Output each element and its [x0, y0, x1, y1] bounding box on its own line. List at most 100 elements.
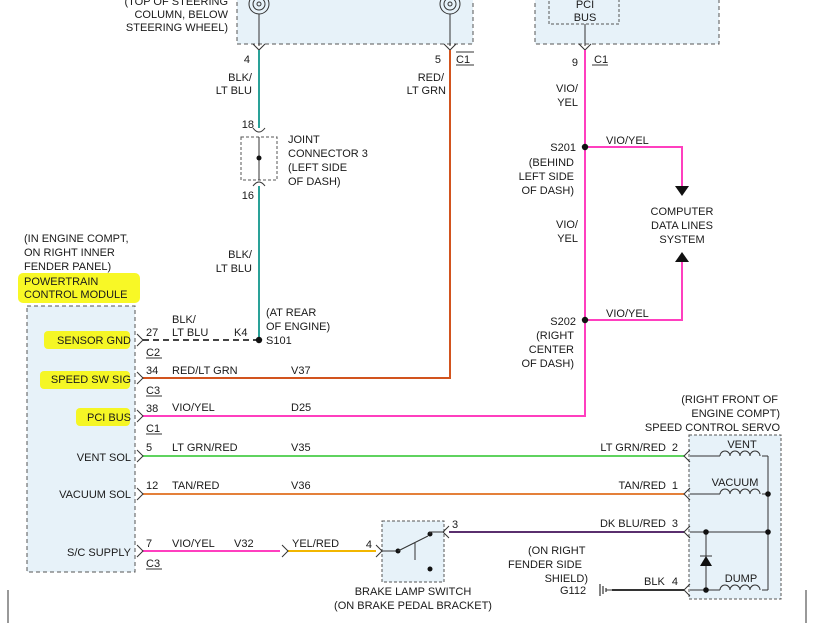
pci-bus-label-1: PCI	[576, 0, 594, 11]
circuit-v32: V32	[234, 538, 254, 550]
pcm-title-highlight	[18, 273, 140, 303]
pcm-note: FENDER PANEL)	[24, 261, 111, 273]
wire-label: YEL	[557, 97, 578, 109]
pin-9: 9	[572, 57, 578, 69]
pin-18: 18	[242, 119, 254, 131]
pci-bus-highlight	[76, 408, 130, 426]
joint-label-2: CONNECTOR 3	[288, 148, 368, 160]
s201-label: S201	[550, 142, 576, 154]
wire-label: LT GRN/RED	[600, 442, 666, 454]
steering-note-2: COLUMN, BELOW	[134, 9, 228, 21]
s202-label: CENTER	[529, 344, 574, 356]
s202-label: (RIGHT	[536, 330, 574, 342]
pci-bus-label-2: BUS	[574, 12, 597, 24]
s201-label: LEFT SIDE	[519, 171, 574, 183]
ground-note: FENDER SIDE	[508, 559, 582, 571]
wire-label: DK BLU/RED	[600, 518, 666, 530]
wire-label: VIO/YEL	[606, 135, 649, 147]
pcm-title: CONTROL MODULE	[24, 289, 128, 301]
wire-vio-yel-s202-branch	[585, 262, 683, 321]
wire-label: BLK	[644, 576, 665, 588]
circuit-v35: V35	[291, 442, 311, 454]
connector-c1-pcm: C1	[146, 423, 160, 435]
splice-s201-dot	[581, 143, 589, 151]
wire-label: YEL	[557, 233, 578, 245]
wire-vio-yel-pci	[143, 50, 586, 417]
wire-label: VIO/YEL	[172, 538, 215, 550]
wire-label: LT GRN	[407, 85, 446, 97]
pcm-pin-label: VENT SOL	[77, 452, 131, 464]
wire-label: LT BLU	[172, 327, 208, 339]
pin-4b: 4	[366, 539, 372, 551]
s101-label: OF ENGINE)	[266, 321, 330, 333]
pcm-pin-label: VACUUM SOL	[59, 489, 131, 501]
joint-label-3: (LEFT SIDE	[288, 162, 347, 174]
servo-note: (RIGHT FRONT OF	[681, 394, 778, 406]
pin-1: 1	[672, 480, 678, 492]
connector-c2: C2	[146, 347, 160, 359]
servo-connectors	[683, 449, 691, 597]
speed-control-servo	[688, 434, 782, 600]
wire-red-ltgrn	[143, 50, 451, 379]
wire-label: RED/	[418, 72, 445, 84]
pci-bus-module	[534, 0, 720, 45]
brake-switch-label: (ON BRAKE PEDAL BRACKET)	[334, 600, 492, 612]
arrow-down-icon	[675, 186, 689, 196]
wire-label: YEL/RED	[292, 538, 339, 550]
connector-chevron	[375, 544, 383, 558]
splice-s101-dot	[255, 336, 263, 344]
s101-label: (AT REAR	[266, 307, 316, 319]
pcm-pin-label: SPEED SW SIG	[51, 374, 131, 386]
pcm-pin-label: S/C SUPPLY	[67, 547, 132, 559]
pin-2: 2	[672, 442, 678, 454]
s201-label: OF DASH)	[521, 185, 574, 197]
wire-label: BLK/	[228, 249, 253, 261]
ground-icon	[599, 584, 612, 596]
connector-chevron	[281, 544, 289, 558]
ground-note: SHIELD)	[545, 573, 588, 585]
vent-label: VENT	[727, 439, 757, 451]
pcm-note: ON RIGHT INNER	[24, 247, 115, 259]
coil-icon-left	[248, 0, 270, 46]
ground-note: (ON RIGHT	[528, 545, 586, 557]
wire-label: VIO/YEL	[606, 308, 649, 320]
wire-label: VIO/YEL	[172, 402, 215, 414]
circuit-v36: V36	[291, 480, 311, 492]
speed-sw-sig-highlight	[40, 371, 130, 389]
splice-s202-dot	[581, 316, 589, 324]
pci-bus-sub-box	[548, 0, 620, 25]
pin-34: 34	[146, 365, 158, 377]
pin-5b: 5	[146, 442, 152, 454]
wire-label: TAN/RED	[172, 480, 220, 492]
wire-label: VIO/	[556, 219, 579, 231]
wire-label: LT GRN/RED	[172, 442, 238, 454]
wire-label: LT BLU	[216, 263, 252, 275]
steering-note-3: STEERING WHEEL)	[126, 22, 228, 34]
arrow-up-icon	[675, 252, 689, 262]
pcm-title: POWERTRAIN	[24, 276, 98, 288]
g112-label: G112	[560, 585, 586, 597]
computer-data-label: SYSTEM	[659, 234, 704, 246]
wire-label: BLK/	[228, 72, 253, 84]
pin-3a: 3	[452, 519, 458, 531]
pin-38: 38	[146, 403, 158, 415]
wire-label: RED/LT GRN	[172, 365, 238, 377]
s101-label: S101	[266, 335, 292, 347]
connector-arc	[252, 127, 266, 133]
wire-vio-yel-s201-branch	[585, 146, 683, 190]
vacuum-label: VACUUM	[712, 477, 759, 489]
connector-arc	[252, 181, 266, 187]
s202-label: OF DASH)	[521, 358, 574, 370]
coil-icon-right	[439, 0, 461, 46]
pin-7: 7	[146, 538, 152, 550]
diode-icon	[700, 555, 712, 566]
computer-data-label: COMPUTER	[651, 206, 714, 218]
pcm-pin-label: PCI BUS	[87, 412, 131, 424]
wire-label: VIO/	[556, 83, 579, 95]
connector-c3-b: C3	[146, 558, 160, 570]
pin-27: 27	[146, 327, 158, 339]
sensor-gnd-highlight	[44, 331, 130, 349]
connector-c3: C3	[146, 385, 160, 397]
s201-label: (BEHIND	[529, 157, 574, 169]
servo-junction-dots	[703, 491, 771, 593]
